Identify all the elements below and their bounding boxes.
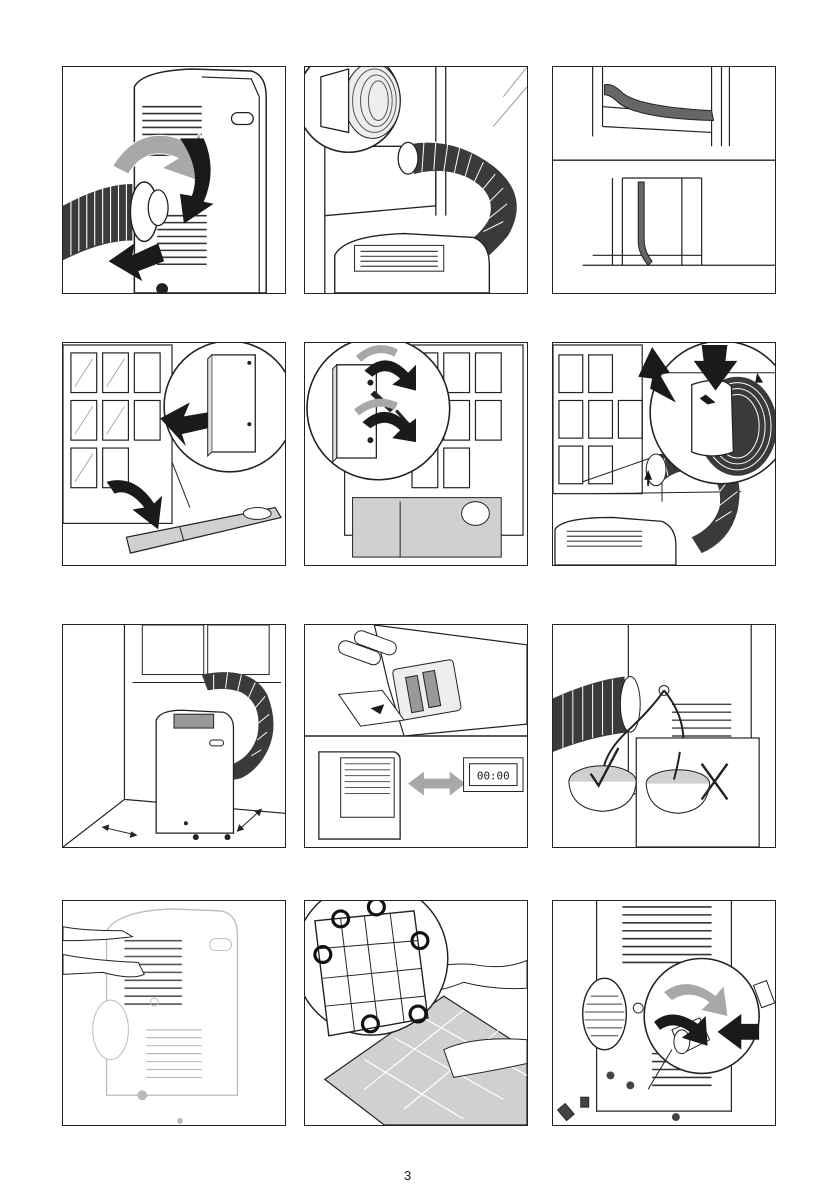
window-hose-adapter-icon	[305, 67, 527, 293]
remote-display-readout: 00:00	[477, 770, 510, 783]
hose-to-window-kit-icon	[553, 343, 775, 565]
step-7-unit-placement	[62, 624, 286, 848]
step-9-condensate-drain	[552, 624, 776, 848]
step-10-remove-filter	[62, 900, 286, 1126]
step-8-remote-batteries: 00:00	[304, 624, 528, 848]
remote-batteries-icon: 00:00	[305, 625, 527, 847]
step-1-attach-exhaust-hose	[62, 66, 286, 294]
step-6-connect-hose-window	[552, 342, 776, 566]
step-3-window-seal	[552, 66, 776, 294]
step-12-drain-cap	[552, 900, 776, 1126]
exhaust-hose-attach-icon	[63, 67, 285, 293]
step-2-window-adapter	[304, 66, 528, 294]
window-kit-panel-icon	[63, 343, 285, 565]
screw-fixing-icon	[305, 343, 527, 565]
filter-removal-icon	[63, 901, 285, 1125]
drain-cap-icon	[553, 901, 775, 1125]
filter-cleaning-icon	[305, 901, 527, 1125]
step-5-fix-screws	[304, 342, 528, 566]
window-seal-strip-icon	[553, 67, 775, 293]
step-11-clean-filter	[304, 900, 528, 1126]
unit-placement-clearance-icon	[63, 625, 285, 847]
condensate-drain-icon	[553, 625, 775, 847]
step-4-window-panel	[62, 342, 286, 566]
page-number: 3	[404, 1168, 411, 1183]
